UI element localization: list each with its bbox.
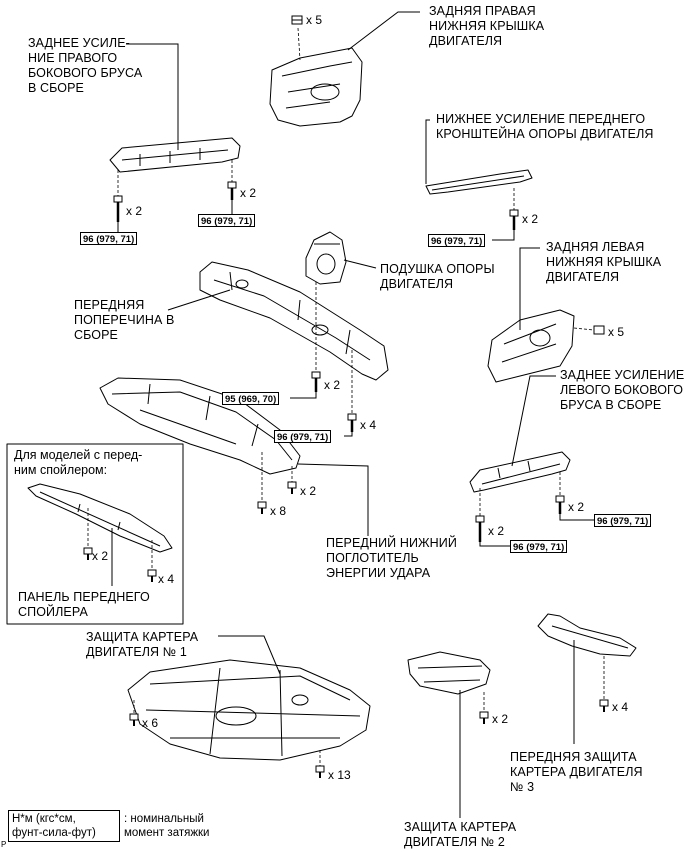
leader-rr-rh-cover <box>347 11 420 51</box>
screw-icon <box>257 501 267 514</box>
quantity-label: x 2 <box>324 378 341 392</box>
label-engine-mount-insulator: ПОДУШКА ОПОРЫ ДВИГАТЕЛЯ <box>380 262 495 291</box>
screw-icon <box>287 481 297 494</box>
screw-icon <box>479 711 489 724</box>
quantity-label: x 2 <box>126 204 143 218</box>
front-engine-under-cover-no3 <box>537 613 637 657</box>
leader-rr-lh-cover <box>519 247 540 330</box>
label-front-crossmember: ПЕРЕДНЯЯ ПОПЕРЕЧИНА В СБОРЕ <box>74 298 175 342</box>
label-lower-front-bracket-reinforcement: НИЖНЕЕ УСИЛЕНИЕ ПЕРЕДНЕГО КРОНШТЕЙНА ОПО… <box>436 112 654 141</box>
front-lower-energy-absorber <box>99 377 301 475</box>
bolt-icon <box>555 495 565 514</box>
quantity-label: x 8 <box>270 504 287 518</box>
leader-lower-front-bracket <box>425 119 430 184</box>
label-front-lower-energy-absorber: ПЕРЕДНИЙ НИЖНИЙ ПОГЛОТИТЕЛЬ ЭНЕРГИИ УДАР… <box>326 536 457 580</box>
torque-leader <box>479 542 510 547</box>
quantity-label: x 2 <box>300 484 317 498</box>
quantity-label: x 13 <box>328 768 351 782</box>
torque-spec-box: 96 (979, 71) <box>510 540 568 553</box>
axis-line <box>573 327 595 331</box>
bolt-icon <box>347 413 357 432</box>
corner-code: P <box>1 840 7 849</box>
screw-icon <box>147 569 157 582</box>
torque-spec-box: 95 (969, 70) <box>222 392 280 405</box>
lower-front-bracket-reinforcement <box>425 169 533 195</box>
quantity-label: x 5 <box>608 325 625 339</box>
quantity-label: x 6 <box>142 716 159 730</box>
leader-engine-mount <box>343 259 377 269</box>
torque-leader <box>290 392 317 399</box>
engine-under-cover-no2 <box>407 651 491 695</box>
torque-leader <box>492 230 515 241</box>
quantity-label: x 4 <box>158 572 175 586</box>
torque-spec-box: 96 (979, 71) <box>428 234 486 247</box>
label-rear-left-side-rail-reinforcement: ЗАДНЕЕ УСИЛЕНИЕ ЛЕВОГО БОКОВОГО БРУСА В … <box>560 368 685 412</box>
quantity-label: x 4 <box>360 418 377 432</box>
torque-spec-box: 96 (979, 71) <box>274 430 332 443</box>
front-spoiler-panel <box>27 483 173 553</box>
quantity-label: x 5 <box>306 13 323 27</box>
label-engine-under-cover-no2: ЗАЩИТА КАРТЕРА ДВИГАТЕЛЯ № 2 <box>404 820 517 849</box>
bolt-icon <box>509 209 519 230</box>
rear-right-engine-under-cover <box>269 47 363 127</box>
nut-icon <box>291 15 303 25</box>
bolt-icon <box>475 515 485 542</box>
quantity-label: x 2 <box>92 549 109 563</box>
leader-rr-rh-rail <box>126 43 179 150</box>
label-rear-left-engine-under-cover: ЗАДНЯЯ ЛЕВАЯ НИЖНЯЯ КРЫШКА ДВИГАТЕЛЯ <box>546 240 662 284</box>
legend-torque-unit-box: Н*м (кгс*см, фунт-сила-фут) <box>8 810 120 842</box>
axis-line <box>297 27 301 61</box>
quantity-label: x 2 <box>568 500 585 514</box>
label-front-spoiler-panel: ПАНЕЛЬ ПЕРЕДНЕГО СПОЙЛЕРА <box>18 590 150 619</box>
leader-cover1 <box>218 635 281 675</box>
bolt-icon <box>311 371 321 392</box>
screw-icon <box>599 699 609 712</box>
rear-right-side-rail-reinforcement <box>109 137 241 173</box>
bolt-icon <box>113 195 123 222</box>
screw-icon <box>129 713 139 726</box>
label-rear-right-side-rail-reinforcement: ЗАДНЕЕ УСИЛЕ- НИЕ ПРАВОГО БОКОВОГО БРУСА… <box>28 36 143 95</box>
rear-left-side-rail-reinforcement <box>469 451 571 493</box>
inset-title: Для моделей с перед- ним спойлером: <box>14 448 143 477</box>
quantity-label: x 2 <box>492 712 509 726</box>
label-engine-under-cover-no1: ЗАЩИТА КАРТЕРА ДВИГАТЕЛЯ № 1 <box>86 630 199 659</box>
torque-spec-box: 96 (979, 71) <box>198 214 256 227</box>
screw-icon <box>315 765 325 778</box>
engine-under-cover-no1 <box>127 659 371 761</box>
screw-icon <box>83 547 93 560</box>
torque-spec-box: 96 (979, 71) <box>80 232 138 245</box>
quantity-label: x 2 <box>488 524 505 538</box>
front-crossmember <box>199 261 389 381</box>
quantity-label: x 2 <box>240 186 257 200</box>
rear-left-engine-under-cover <box>487 309 575 383</box>
leader-rr-lh-rail <box>511 375 556 467</box>
bolt-icon <box>227 181 237 200</box>
quantity-label: x 4 <box>612 700 629 714</box>
torque-leader <box>344 432 353 437</box>
nut-icon <box>593 325 605 335</box>
leader-front-crossmember <box>167 289 231 311</box>
leader-absorber <box>297 463 369 536</box>
torque-spec-box: 96 (979, 71) <box>594 514 652 527</box>
inset-frame <box>6 443 184 625</box>
quantity-label: x 2 <box>522 212 539 226</box>
legend-description: : номинальный момент затяжки <box>124 813 210 839</box>
label-front-engine-under-cover-no3: ПЕРЕДНЯЯ ЗАЩИТА КАРТЕРА ДВИГАТЕЛЯ № 3 <box>510 750 643 794</box>
label-rear-right-engine-under-cover: ЗАДНЯЯ ПРАВАЯ НИЖНЯЯ КРЫШКА ДВИГАТЕЛЯ <box>429 4 545 48</box>
engine-mount-insulator <box>305 231 347 285</box>
torque-leader <box>559 514 594 521</box>
